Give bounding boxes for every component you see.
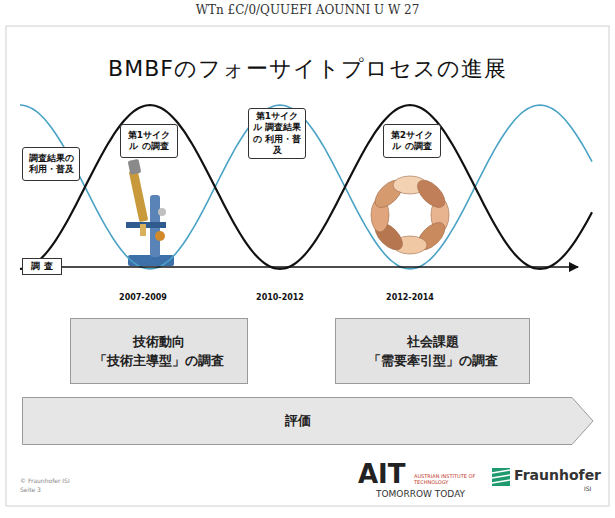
ait-slogan: TOMORROW TODAY	[376, 489, 476, 499]
evaluation-arrow: 評価	[22, 397, 594, 445]
slide-title: BMBFのフォーサイトプロセスの進展	[0, 54, 615, 84]
node-text: 社会課題	[407, 332, 459, 352]
node-text: 「需要牽引型」の調査	[368, 351, 498, 371]
axis-label-box: 調 査	[22, 258, 62, 275]
node-text: 調査結果の 利用・普及	[26, 153, 76, 176]
time-axis	[60, 266, 578, 268]
ait-name: AUSTRIAN INSTITUTE OF TECHNOLOGY	[414, 474, 484, 486]
header-text: WTn £C/0/QUUEFI AOUNNI U W 27	[0, 4, 615, 18]
node-text: 第1サイクル 調査結果の 利用・普及	[252, 111, 302, 156]
node-text: 評価	[285, 412, 311, 430]
ait-logo: AIT	[358, 460, 412, 490]
node-text: 「技術主導型」の調査	[94, 351, 224, 371]
fraunhofer-logo-text: Fraunhofer	[514, 467, 594, 483]
hands-picture	[370, 175, 449, 254]
callout-box: 調査結果の 利用・普及	[22, 147, 80, 181]
survey-box: 技術動向「技術主導型」の調査	[70, 318, 248, 384]
black-wave	[20, 105, 592, 269]
fraunhofer-logo	[492, 468, 510, 486]
callout-box: 第1サイクル の調査	[120, 124, 178, 158]
blue-wave	[20, 105, 592, 269]
node-text: 技術動向	[133, 332, 185, 352]
period-label: 2007-2009	[113, 293, 173, 302]
copyright-note: © Fraunhofer ISI	[20, 478, 110, 485]
node-text: 第1サイクル の調査	[124, 130, 174, 153]
period-label: 2010-2012	[250, 293, 310, 302]
chevron-outline	[23, 398, 594, 445]
survey-box: 社会課題「需要牽引型」の調査	[335, 318, 530, 384]
institute-mark: ISI	[584, 486, 604, 493]
period-label: 2012-2014	[380, 293, 440, 302]
node-text: 第2サイクル の調査	[387, 130, 437, 153]
slide-frame	[6, 26, 609, 506]
node-text: 調 査	[31, 260, 52, 273]
callout-box: 第1サイクル 調査結果の 利用・普及	[248, 108, 306, 159]
hand-shape	[413, 175, 450, 212]
microscope-picture	[126, 159, 174, 266]
page-number: Seite 3	[20, 487, 80, 494]
callout-box: 第2サイクル の調査	[383, 124, 441, 158]
